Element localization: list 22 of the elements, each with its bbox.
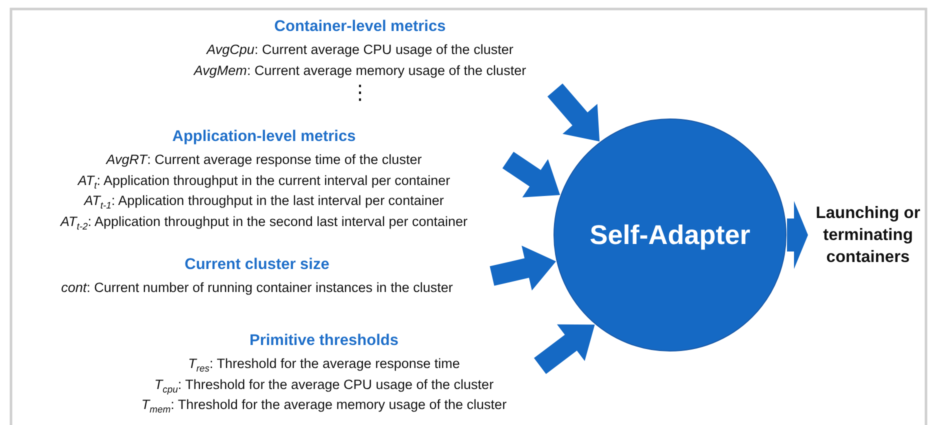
ellipsis-mark: ⋮ bbox=[349, 81, 371, 105]
metric-description: AT$_{t-2}$: Application throughput in the second last interval per container bbox=[59, 212, 468, 232]
block-arrow bbox=[547, 83, 600, 142]
metric-description: AvgMem: Current average memory usage of the cluster bbox=[192, 62, 528, 80]
metric-description: cont: Current number of running container instances in the cluster bbox=[60, 279, 454, 297]
block-arrow bbox=[534, 324, 595, 374]
metric-description: AT$_{t-1}$: Application throughput in the last interval per container bbox=[82, 192, 445, 212]
metric-description: T$_{mem}$: Threshold for the average memory usage of the cluster bbox=[140, 396, 508, 416]
process-label: Self-Adapter bbox=[590, 220, 750, 250]
metric-description: AvgRT: Current average response time of the cluster bbox=[104, 151, 423, 169]
metric-description: T$_{cpu}$: Threshold for the average CPU usage of the cluster bbox=[153, 376, 495, 395]
metric-description: AvgCpu: Current average CPU usage of the cluster bbox=[205, 41, 514, 59]
block-arrow bbox=[502, 152, 560, 198]
block-arrow bbox=[787, 201, 808, 269]
section-heading: Primitive thresholds bbox=[248, 331, 400, 351]
block-arrow bbox=[490, 246, 556, 290]
metric-description: T$_{res}$: Threshold for the average response time bbox=[187, 355, 461, 374]
metric-description: AT$_{t}$: Application throughput in the current interval per container bbox=[76, 172, 452, 191]
section-heading: Container-level metrics bbox=[273, 17, 447, 37]
output-label: Launching or terminating containers bbox=[814, 203, 922, 268]
section-heading: Current cluster size bbox=[184, 255, 330, 275]
section-heading: Application-level metrics bbox=[171, 127, 357, 147]
